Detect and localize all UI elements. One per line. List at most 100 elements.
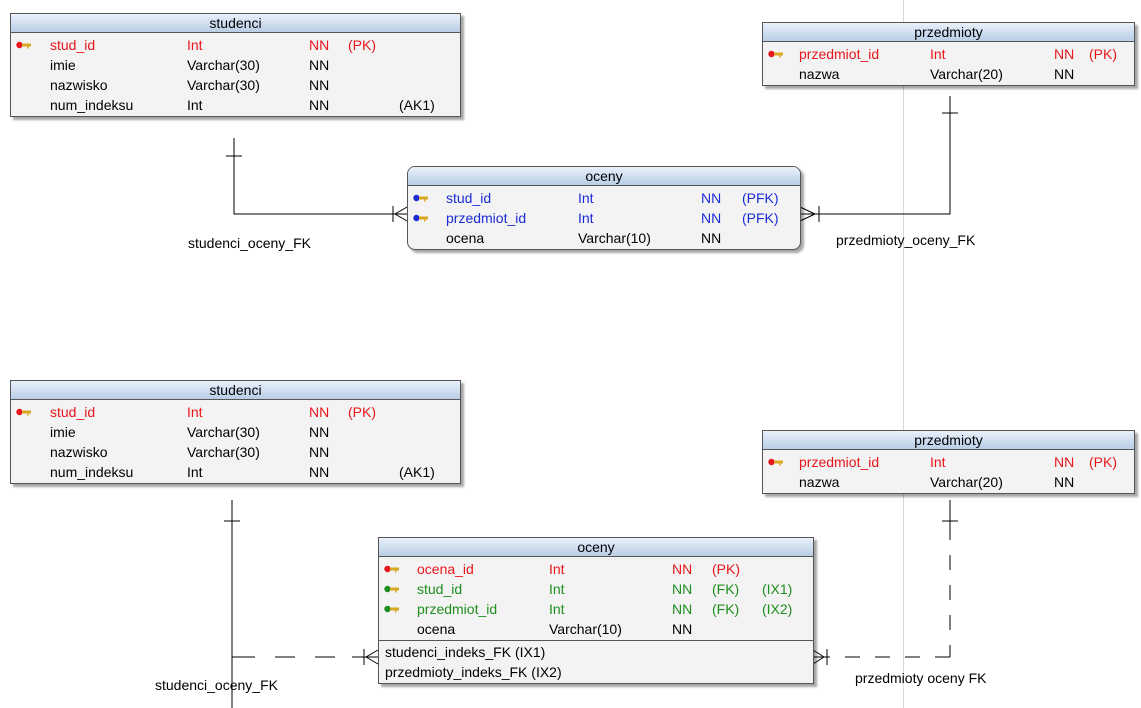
column-null: NN — [672, 621, 693, 637]
index-item[interactable]: studenci_indeks_FK (IX1) — [385, 644, 546, 660]
column-name: imie — [50, 57, 76, 73]
column-null: NN — [1054, 66, 1075, 82]
column-flag: (PFK) — [742, 210, 779, 226]
column-type: Varchar(30) — [187, 424, 260, 440]
entity-oceny-2[interactable]: oceny ocena_id Int NN (PK) stud_id Int N… — [378, 537, 814, 684]
entity-przedmioty-1[interactable]: przedmioty przedmiot_id Int NN (PK) nazw… — [762, 22, 1135, 86]
column-type: Varchar(20) — [930, 66, 1003, 82]
column-type: Int — [578, 190, 594, 206]
column-name: stud_id — [50, 404, 96, 420]
column-row[interactable]: imie Varchar(30) NN — [11, 422, 460, 442]
foreign-key-icon — [384, 605, 399, 613]
index-section: studenci_indeks_FK (IX1) przedmioty_inde… — [379, 640, 813, 683]
column-type: Int — [187, 37, 203, 53]
column-index-flag: (IX1) — [762, 581, 793, 597]
column-flag: (PFK) — [742, 190, 779, 206]
relationship-label-przedmioty-oceny: przedmioty oceny FK — [855, 670, 987, 686]
column-null: NN — [309, 404, 330, 420]
column-flag: (AK1) — [399, 464, 435, 480]
column-null: NN — [672, 581, 693, 597]
entity-studenci-1[interactable]: studenci stud_id Int NN (PK) imie Varcha… — [10, 13, 461, 117]
entity-title: przedmioty — [763, 23, 1134, 42]
column-row[interactable]: przedmiot_id Int NN (FK) (IX2) — [379, 599, 813, 619]
entity-title: oceny — [408, 167, 800, 186]
index-item[interactable]: przedmioty_indeks_FK (IX2) — [385, 664, 562, 680]
column-row[interactable]: nazwisko Varchar(30) NN — [11, 442, 460, 462]
entity-oceny-1[interactable]: oceny stud_id Int NN (PFK) przedmiot_id … — [407, 166, 801, 250]
column-row[interactable]: num_indeksu Int NN (AK1) — [11, 95, 460, 115]
column-row[interactable]: nazwisko Varchar(30) NN — [11, 75, 460, 95]
column-row[interactable]: nazwa Varchar(20) NN — [763, 472, 1134, 492]
column-type: Int — [578, 210, 594, 226]
column-row[interactable]: num_indeksu Int NN (AK1) — [11, 462, 460, 482]
column-name: stud_id — [50, 37, 96, 53]
relationship-label-studenci-oceny: studenci_oceny_FK — [155, 677, 278, 693]
column-row[interactable]: przedmiot_id Int NN (PFK) — [408, 208, 800, 228]
column-name: przedmiot_id — [446, 210, 527, 226]
primary-key-icon — [768, 458, 783, 466]
column-type: Varchar(30) — [187, 444, 260, 460]
column-null: NN — [1054, 454, 1075, 470]
column-row[interactable]: stud_id Int NN (PFK) — [408, 188, 800, 208]
primary-foreign-key-icon — [413, 194, 428, 202]
entity-title: przedmioty — [763, 431, 1134, 450]
column-type: Int — [549, 601, 565, 617]
column-row[interactable]: stud_id Int NN (PK) — [11, 402, 460, 422]
column-row[interactable]: imie Varchar(30) NN — [11, 55, 460, 75]
page-boundary-line — [903, 0, 904, 708]
column-row[interactable]: przedmiot_id Int NN (PK) — [763, 452, 1134, 472]
column-null: NN — [672, 561, 693, 577]
column-null: NN — [1054, 46, 1075, 62]
column-null: NN — [309, 77, 330, 93]
column-type: Varchar(30) — [187, 57, 260, 73]
relationship-label-przedmioty-oceny: przedmioty_oceny_FK — [836, 232, 976, 248]
column-row[interactable]: stud_id Int NN (FK) (IX1) — [379, 579, 813, 599]
column-type: Int — [549, 561, 565, 577]
entity-studenci-2[interactable]: studenci stud_id Int NN (PK) imie Varcha… — [10, 380, 461, 484]
column-type: Int — [930, 46, 946, 62]
column-name: nazwa — [799, 474, 840, 490]
column-name: imie — [50, 424, 76, 440]
column-row[interactable]: stud_id Int NN (PK) — [11, 35, 460, 55]
column-flag: (PK) — [712, 561, 740, 577]
primary-key-icon — [16, 41, 31, 49]
column-name: przedmiot_id — [417, 601, 498, 617]
column-null: NN — [701, 230, 722, 246]
primary-key-icon — [16, 408, 31, 416]
column-type: Int — [930, 454, 946, 470]
column-null: NN — [701, 210, 722, 226]
column-type: Int — [187, 97, 203, 113]
entity-title: studenci — [11, 14, 460, 33]
column-flag: (PK) — [348, 37, 376, 53]
column-type: Varchar(30) — [187, 77, 260, 93]
column-type: Int — [187, 404, 203, 420]
entity-title: studenci — [11, 381, 460, 400]
column-null: NN — [309, 57, 330, 73]
relationship-przedmioty-oceny-1 — [799, 96, 958, 222]
column-null: NN — [1054, 474, 1075, 490]
column-type: Varchar(10) — [549, 621, 622, 637]
column-null: NN — [309, 424, 330, 440]
column-row[interactable]: nazwa Varchar(20) NN — [763, 64, 1134, 84]
primary-foreign-key-icon — [413, 214, 428, 222]
column-row[interactable]: przedmiot_id Int NN (PK) — [763, 44, 1134, 64]
column-name: ocena — [446, 230, 485, 246]
column-name: przedmiot_id — [799, 46, 880, 62]
column-type: Int — [187, 464, 203, 480]
column-name: ocena_id — [417, 561, 474, 577]
column-row[interactable]: ocena Varchar(10) NN — [408, 228, 800, 248]
entity-przedmioty-2[interactable]: przedmioty przedmiot_id Int NN (PK) nazw… — [762, 430, 1135, 494]
relationship-przedmioty-oceny-2 — [812, 500, 958, 665]
column-null: NN — [309, 97, 330, 113]
column-name: nazwa — [799, 66, 840, 82]
column-row[interactable]: ocena_id Int NN (PK) — [379, 559, 813, 579]
column-name: nazwisko — [50, 444, 108, 460]
column-name: stud_id — [417, 581, 463, 597]
relationship-label-studenci-oceny: studenci_oceny_FK — [188, 235, 311, 251]
column-row[interactable]: ocena Varchar(10) NN — [379, 619, 813, 639]
column-flag: (AK1) — [399, 97, 435, 113]
column-name: ocena — [417, 621, 456, 637]
column-flag: (PK) — [1089, 46, 1117, 62]
